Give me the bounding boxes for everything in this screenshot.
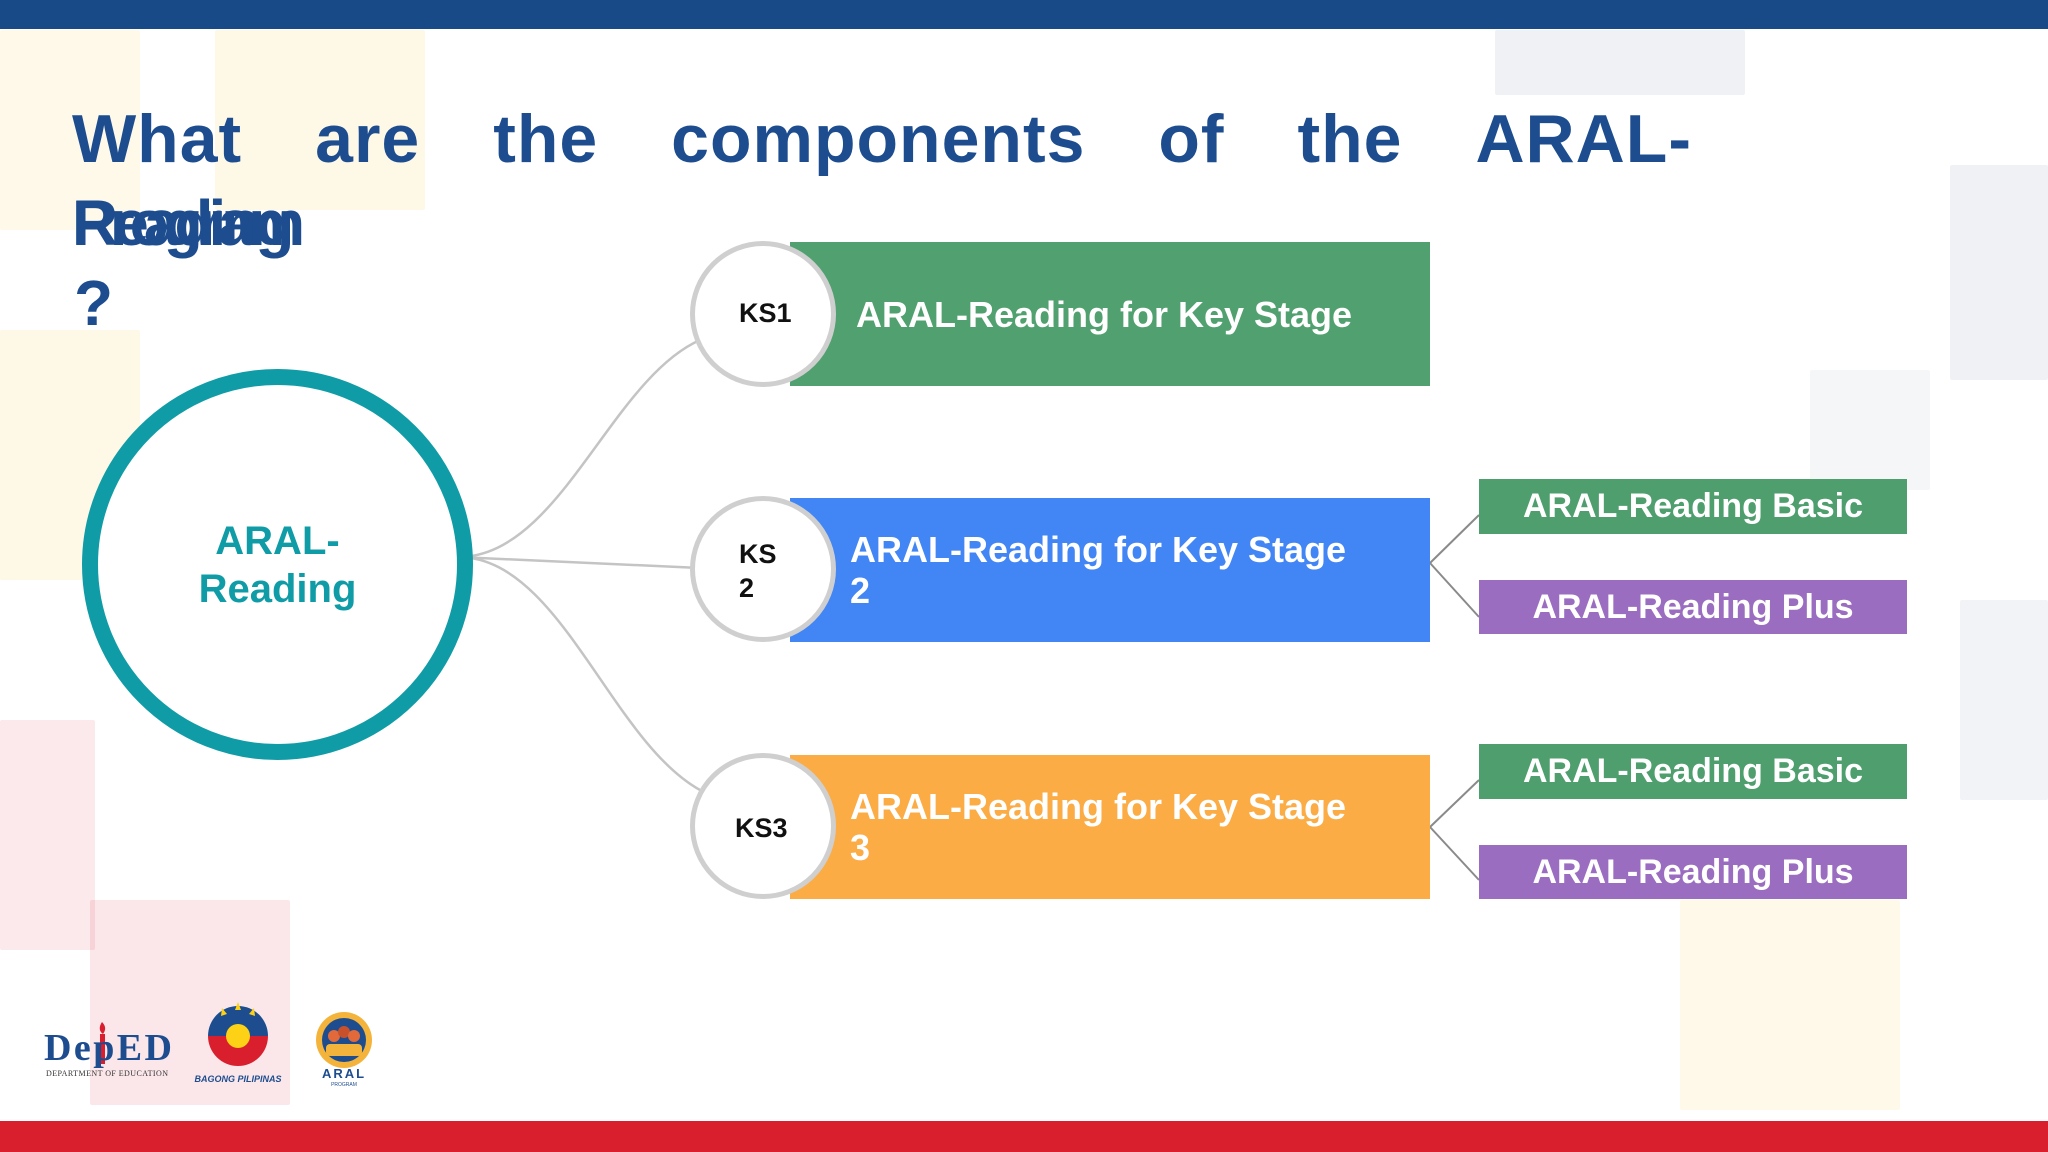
stage-badge-text: KS1 <box>739 298 792 328</box>
title-word: ARAL- <box>1475 101 1692 177</box>
title-question-mark: ? <box>74 267 114 339</box>
decor-square <box>1810 370 1930 490</box>
bagong-pilipinas-logo: BAGONG PILIPINAS <box>194 1000 284 1086</box>
hub-label-line2: Reading <box>198 566 357 611</box>
stage-badge-text: KS <box>739 539 777 569</box>
decor-square <box>1680 900 1900 1110</box>
stage-box-ks2: ARAL-Reading for Key Stage 2 <box>790 498 1430 642</box>
connector-hub-ks3 <box>457 555 701 792</box>
deped-caption: DEPARTMENT OF EDUCATION <box>46 1069 168 1078</box>
stage-badge-ks2: KS 2 <box>690 496 836 642</box>
aral-program-logo: ARAL PROGRAM <box>312 1010 376 1088</box>
stage-label-line1: ARAL-Reading for Key Stage <box>850 529 1347 570</box>
slide-title-line1: What are the components of the ARAL- <box>72 100 1692 178</box>
connector-ks2-basic <box>1429 514 1480 564</box>
deped-wordmark: DepED <box>44 1027 172 1069</box>
stage-badge-text: KS3 <box>735 813 788 843</box>
hub-label-line1: ARAL- <box>215 518 340 563</box>
decor-square <box>1495 30 1745 95</box>
connector-hub-ks1 <box>457 338 701 559</box>
stage-label-line2: 3 <box>850 827 871 868</box>
top-banner-bar <box>0 0 2048 29</box>
stage-badge-ks1: KS1 <box>690 241 836 387</box>
decor-square <box>0 720 95 950</box>
stage-box-ks3: ARAL-Reading for Key Stage 3 <box>790 755 1430 899</box>
deped-logo: DepED DEPARTMENT OF EDUCATION <box>44 1020 176 1080</box>
aral-reading-hub-circle: ARAL- Reading <box>82 369 473 760</box>
bottom-banner-bar <box>0 1121 2048 1152</box>
stage-box-ks1: ARAL-Reading for Key Stage <box>790 242 1430 386</box>
title-word: the <box>493 101 599 177</box>
title-word: of <box>1158 101 1225 177</box>
connector-ks3-basic <box>1429 779 1480 828</box>
decor-square <box>1960 600 2048 800</box>
stage-label-line1: ARAL-Reading for Key Stage <box>850 786 1347 827</box>
title-word-program: Program <box>72 187 305 259</box>
title-word: components <box>671 101 1086 177</box>
stage-label-line1: ARAL-Reading for Key Stage <box>856 293 1353 335</box>
bagong-pilipinas-caption: BAGONG PILIPINAS <box>194 1074 281 1084</box>
decor-square <box>90 900 290 1105</box>
title-word: the <box>1297 101 1403 177</box>
aral-caption: PROGRAM <box>331 1082 357 1088</box>
aral-wordmark: ARAL <box>322 1066 366 1081</box>
title-word: are <box>315 101 421 177</box>
connector-ks2-plus <box>1429 562 1480 618</box>
ks3-plus-pill: ARAL-Reading Plus <box>1479 845 1907 899</box>
connector-ks3-plus <box>1429 826 1480 881</box>
stage-badge-text: 2 <box>739 573 755 603</box>
ks2-basic-pill: ARAL-Reading Basic <box>1479 479 1907 534</box>
title-word-reading: Reading <box>72 187 294 259</box>
stage-badge-ks3: KS3 <box>690 753 836 899</box>
decor-square <box>215 30 425 210</box>
stage-label-line2: 2 <box>850 570 871 611</box>
ks3-basic-pill: ARAL-Reading Basic <box>1479 744 1907 799</box>
decor-square <box>0 30 140 230</box>
title-word: What <box>72 101 243 177</box>
ks2-plus-pill: ARAL-Reading Plus <box>1479 580 1907 634</box>
decor-square <box>1950 165 2048 380</box>
connector-hub-ks2 <box>457 555 701 570</box>
